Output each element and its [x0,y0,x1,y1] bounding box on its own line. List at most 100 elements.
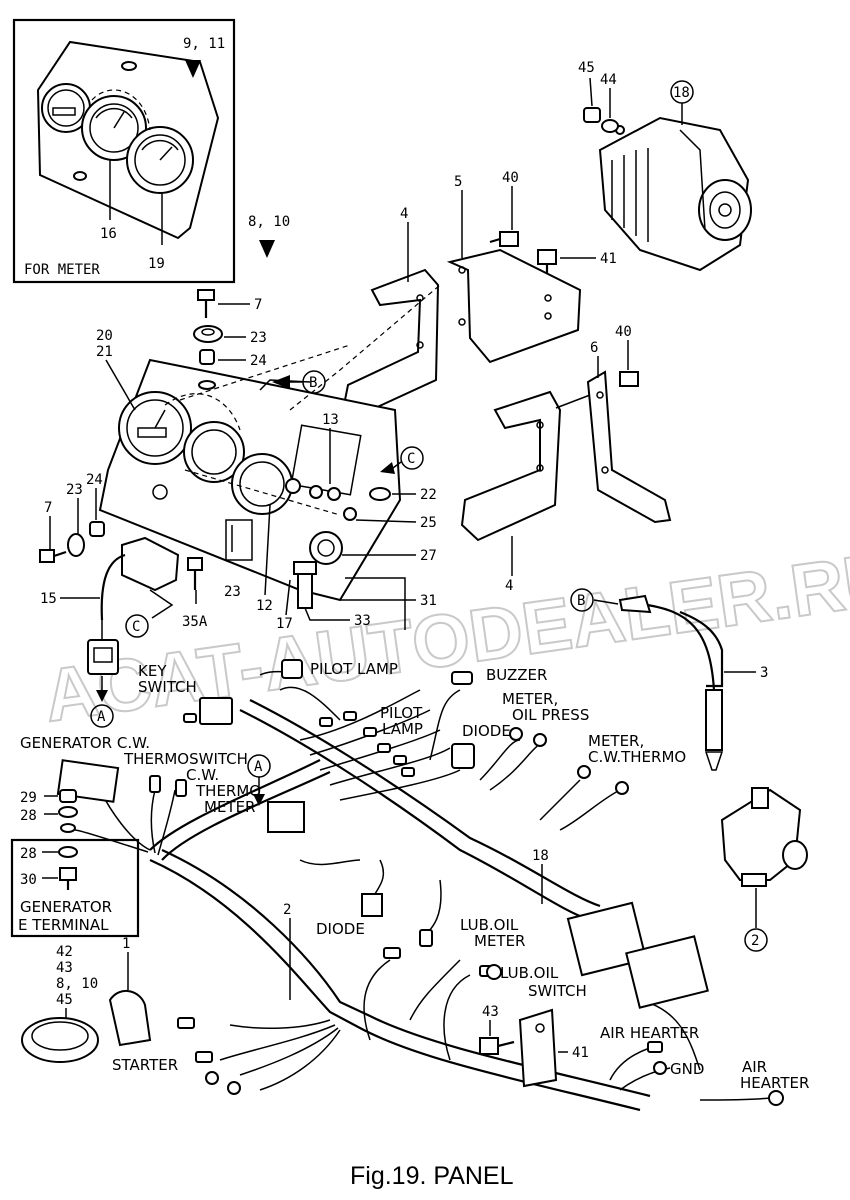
label-lub-oil-switch-1: LUB.OIL [500,964,559,982]
callout-19: 20 [96,328,113,344]
label-thermo: THERMO [195,782,261,800]
label-generator-cw: GENERATOR C.W. [20,734,150,752]
alternator-icon [598,116,752,272]
label-meter: METER [204,798,255,816]
callout-39: 41 [572,1045,589,1061]
label-diode-bottom: DIODE [316,920,365,938]
label-air-r1: AIR [742,1058,767,1076]
oil-switch-39-icon [518,1008,558,1088]
callout-33: 33 [354,613,371,629]
connector-buzzer-icon [451,671,473,685]
callout-16: 17 [276,616,293,632]
bracket-5-icon [446,248,582,364]
nut-30-icon [59,789,77,803]
callout-3: 3 [760,665,768,681]
label-lub-oil-switch-2: SWITCH [528,982,587,1000]
marker-a-thermo: A [254,759,263,775]
marker-b-cable: B [577,593,585,609]
bolt-36-top-icon [489,231,519,247]
bolt-37-icon [537,249,557,280]
callout-2-circle: 2 [751,933,759,949]
callout-7-top: 7 [254,297,262,313]
label-diode-top: DIODE [462,722,511,740]
label-air-r2: HEARTER [740,1074,809,1092]
marker-c-panel: C [407,451,415,467]
callout-7-left: 7 [44,500,52,516]
washer-28-icon [58,806,78,818]
label-meter-oil-2: OIL PRESS [512,706,589,724]
callout-2: 2 [283,902,291,918]
gauge-20-icon [118,391,192,465]
cable-3-icon [618,594,724,771]
callout-37: 41 [600,251,617,267]
callout-4-bottom: 4 [505,578,513,594]
callout-18-circle: 18 [673,85,690,101]
callout-35a: 35A [182,614,208,630]
label-lub-oil-meter-2: METER [474,932,525,950]
instrument-panel-icon [98,358,402,609]
callout-13: 13 [322,412,339,428]
callout-4-top: 4 [400,206,408,222]
gauge-mid-icon [183,421,245,483]
callout-17: 19 [148,256,165,272]
label-meter-cw-1: METER, [588,732,644,750]
label-lamp: LAMP [382,720,423,738]
callout-41: 8, 10 [56,976,98,992]
callout-23-left: 23 [66,482,83,498]
callout-40: 43 [56,960,73,976]
label-buzzer: BUZZER [486,666,547,684]
marker-a-harness: A [97,709,106,725]
connector-pilot-lamp-top-icon [281,659,303,679]
callout-8-10: 8, 10 [248,214,290,230]
bolt-7-left-icon [39,549,67,563]
washer-44-icon [601,119,619,133]
callout-5: 5 [454,174,462,190]
gauge-12-icon [231,453,293,515]
callout-45: 45 [578,60,595,76]
callout-36-mid: 40 [615,324,632,340]
connector-main-18b-icon [625,935,709,1009]
connector-key-switch-icon [199,697,233,725]
callout-14: 16 [100,226,117,242]
callout-26: 27 [420,548,437,564]
callout-15: 15 [40,591,57,607]
relay-box-15-icon [121,536,180,592]
callout-30: 29 [20,790,37,806]
callout-38: 42 [56,944,73,960]
callout-25: 25 [420,515,437,531]
label-cw: C.W. [186,766,219,784]
label-starter: STARTER [112,1056,178,1074]
terminal-small-icons [149,711,784,1106]
connector-pilot-lamp-icon [451,743,475,769]
connector-diode-bottom-icon [361,893,383,917]
callout-24-top: 24 [250,353,267,369]
callout-43: 43 [482,1004,499,1020]
label-meter-cw-2: C.W.THERMO [588,748,686,766]
clamp-38-42-icon [21,1017,99,1063]
bolt-43-icon [479,1037,515,1055]
screw-35a-icon [187,557,203,590]
label-generator-terminal-2: E TERMINAL [18,916,109,934]
label-key: KEY [138,662,167,680]
figure-caption: Fig.19. PANEL [350,1162,514,1190]
label-air-hearter: AIR HEARTER [600,1024,699,1042]
callout-6: 6 [590,340,598,356]
callout-27: 28 [20,846,37,862]
callout-36-top: 40 [502,170,519,186]
bracket-6-icon [586,370,672,524]
tach-sender-2-icon [720,787,808,887]
connector-a-icon [87,639,119,675]
bolt-7-top-icon [197,289,215,318]
washer-27-icon [58,846,78,858]
grommet-23-icon [193,325,223,343]
bracket-4-bottom-icon [460,390,562,542]
callout-42: 45 [56,992,73,1008]
connector-starter-bulb-icon [108,990,152,1047]
callout-23-top: 23 [250,330,267,346]
grommet-23-left-icon [67,533,85,557]
callout-28: 28 [20,808,37,824]
inset-label: FOR METER [24,262,100,278]
label-lub-oil-meter-1: LUB.OIL [460,916,519,934]
label-meter-oil-1: METER, [502,690,558,708]
